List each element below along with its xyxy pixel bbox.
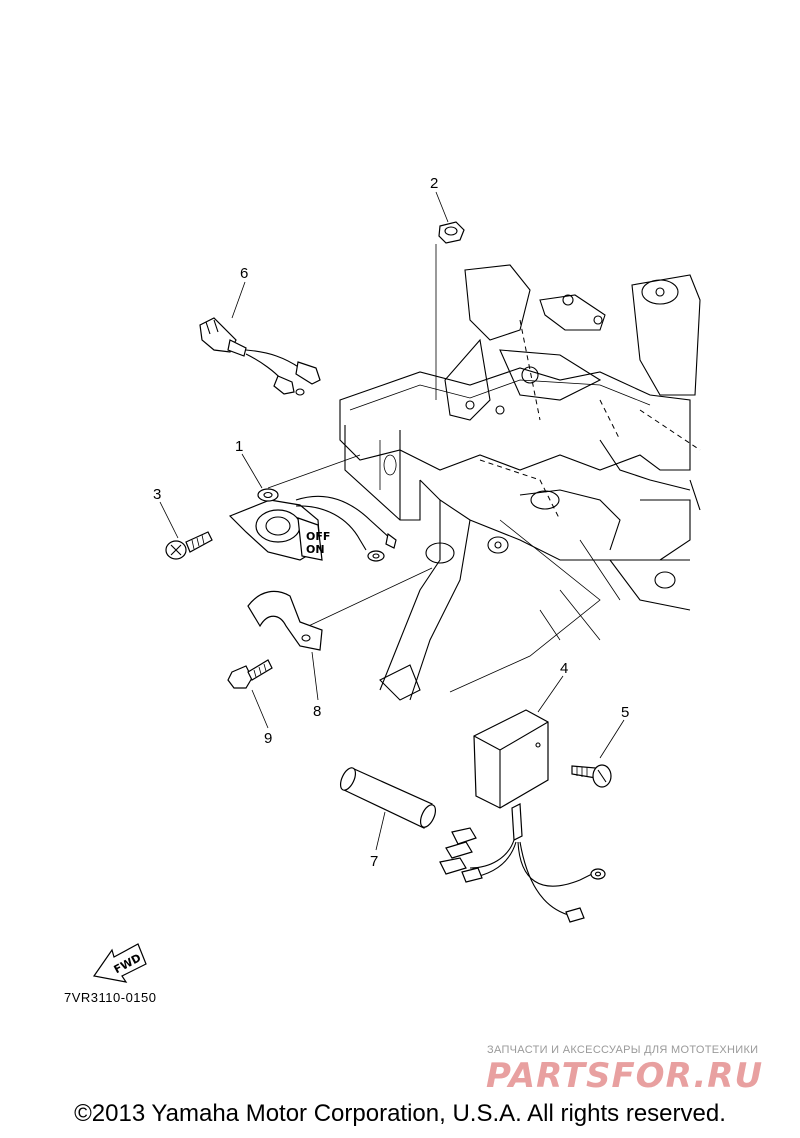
part-1-switch: OFF ON [228,488,397,562]
part-6-sensor [199,317,321,396]
part-5-screw [571,764,612,788]
part-7-sleeve [339,767,437,829]
switch-off-label: OFF [306,530,330,543]
callout-2: 2 [430,175,438,192]
callout-9: 9 [264,730,272,747]
part-code: 7VR3110-0150 [64,990,157,1005]
watermark-tagline: ЗАПЧАСТИ И АКСЕССУАРЫ ДЛЯ МОТОТЕХНИКИ [487,1044,759,1056]
switch-on-label: ON [306,543,325,556]
part-9-bolt [227,659,273,689]
callout-numbers: 2 6 1 3 4 5 8 9 7 [153,175,629,870]
watermark-logo: PARTSFOR.RU [486,1056,764,1096]
callout-1: 1 [235,438,243,455]
part-3-screw [165,531,213,560]
callout-3: 3 [153,486,161,503]
leader-lines [159,191,625,851]
bracket-assembly [339,264,701,701]
callout-6: 6 [240,265,248,282]
callout-4: 4 [560,660,568,677]
copyright-notice: ©2013 Yamaha Motor Corporation, U.S.A. A… [74,1100,726,1127]
part-2-nut [438,221,465,244]
callout-8: 8 [313,703,321,720]
fwd-arrow-icon: FWD [92,943,147,983]
callout-5: 5 [621,704,629,721]
callout-7: 7 [370,853,378,870]
part-8-clamp [247,590,323,651]
part-4-control-unit [439,709,606,923]
